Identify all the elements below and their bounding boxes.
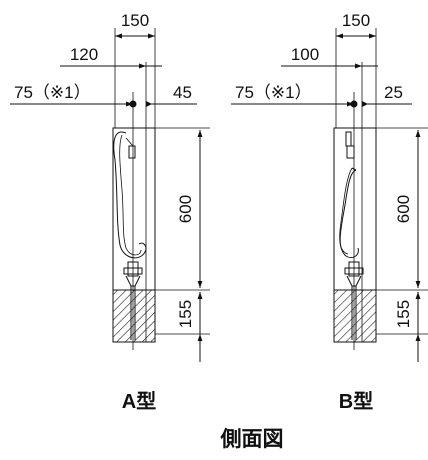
- floor-hatch-a: [112, 289, 156, 343]
- dim-a-second: 120: [70, 45, 98, 64]
- floor-hatch-b: [333, 289, 377, 343]
- dim-b-left-ref: 75（※1）: [235, 83, 312, 102]
- dim-a-left-ref: 75（※1）: [14, 83, 91, 102]
- dim-a-bottom: 155: [176, 300, 195, 328]
- wall-outline-b: [333, 127, 377, 291]
- view-a: 150 120 75（※1） 45 600 155: [10, 11, 210, 362]
- view-a-label: A型: [122, 390, 156, 413]
- dim-b-height: 600: [394, 195, 413, 223]
- dim-b-right-ref: 25: [384, 83, 403, 102]
- dim-a-right-ref: 45: [173, 83, 192, 102]
- view-b-label: B型: [339, 390, 373, 413]
- fixture-a: [113, 131, 147, 340]
- fixture-b: [339, 131, 364, 340]
- dim-b-bottom: 155: [394, 300, 413, 328]
- center-point-b: [350, 100, 358, 108]
- center-point-a: [129, 100, 137, 108]
- dim-b-top: 150: [342, 11, 370, 30]
- view-b: 150 100 75（※1） 25 600 155: [231, 11, 428, 362]
- dim-a-height: 600: [176, 195, 195, 223]
- dim-b-second: 100: [291, 45, 319, 64]
- dim-a-top: 150: [121, 11, 149, 30]
- figure-title: 側面図: [220, 428, 284, 451]
